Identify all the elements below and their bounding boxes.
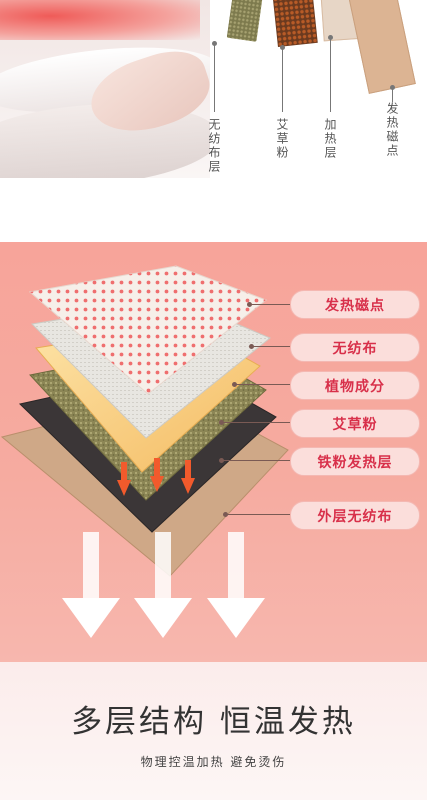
label-nonwoven: 无纺布: [290, 333, 420, 362]
label-iron-heating: 铁粉发热层: [290, 447, 420, 476]
label-plant-ingredient: 植物成分: [290, 371, 420, 400]
label-magnetic-points: 发热磁点: [385, 102, 399, 158]
magnetic-dot-layer: [30, 266, 266, 394]
product-photo-area: 无纺布层 艾草粉 加热层 发热磁点: [0, 0, 427, 242]
layer-diagram: 发热磁点 无纺布 植物成分 艾草粉 铁粉发热层 外层无纺布: [0, 242, 427, 662]
headline: 多层结构 恒温发热: [71, 704, 356, 740]
label-nonwoven-layer: 无纺布层: [207, 118, 221, 174]
label-heating-layer: 加热层: [323, 118, 337, 160]
heat-arrow-icon: [150, 458, 164, 492]
subheadline: 物理控温加热 避免烫伤: [140, 755, 287, 769]
heating-sample: [272, 0, 318, 47]
layer-stack: [0, 265, 289, 577]
caption-area: 多层结构 恒温发热 物理控温加热 避免烫伤: [0, 662, 427, 800]
patch-sample: [348, 0, 416, 94]
heat-arrow-icon: [181, 460, 195, 494]
down-arrow-icon: [207, 532, 265, 638]
down-arrow-icon: [134, 532, 192, 638]
heat-arrow-icon: [117, 462, 131, 496]
mugwort-sample: [226, 0, 264, 42]
label-mugwort: 艾草粉: [290, 409, 420, 438]
label-mugwort-powder: 艾草粉: [275, 118, 289, 160]
label-magnetic-dots: 发热磁点: [290, 290, 420, 319]
abdomen-photo: [0, 0, 210, 178]
label-outer-nonwoven: 外层无纺布: [290, 501, 420, 530]
down-arrow-icon: [62, 532, 120, 638]
